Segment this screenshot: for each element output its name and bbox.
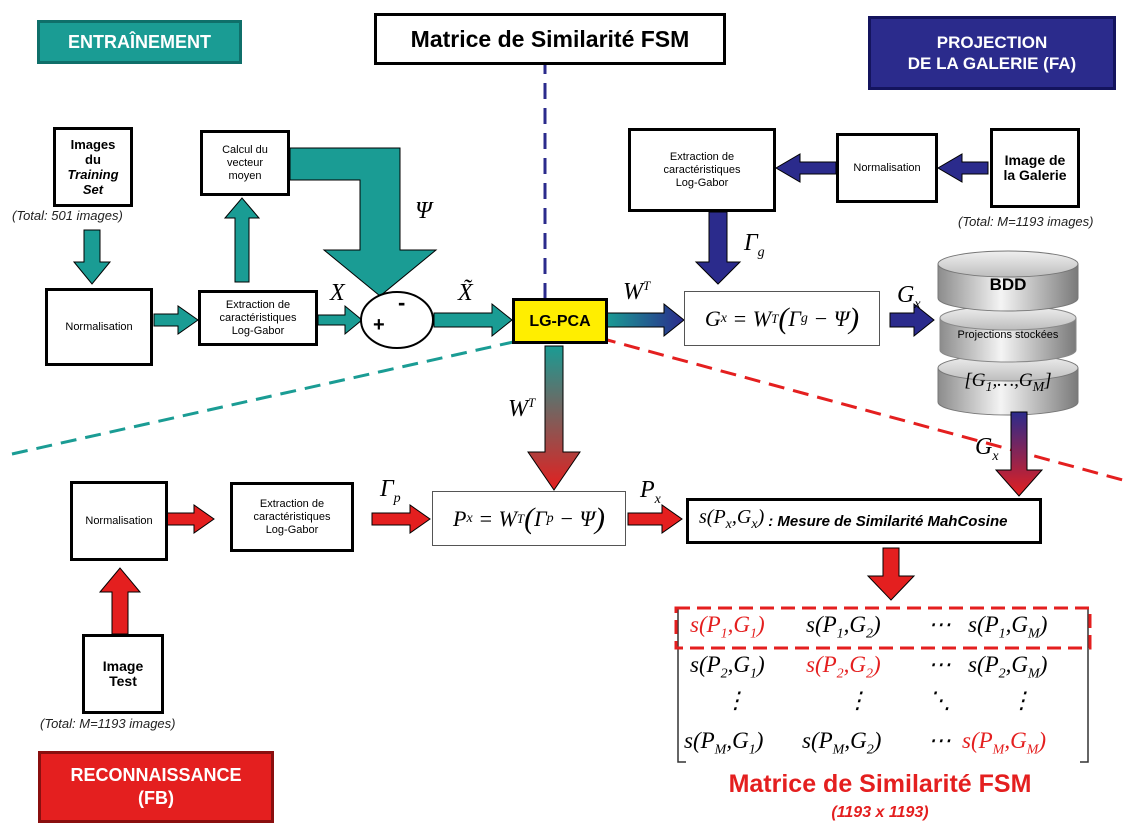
gx-symbol-down: Gx <box>975 434 999 464</box>
px-symbol: Px <box>640 477 661 507</box>
matrix-cell: s(P1,GM) <box>968 612 1048 642</box>
lgpca-box: LG-PCA <box>512 298 608 344</box>
gamma-g-symbol: Γg <box>744 230 765 260</box>
test-image-box: Image Test <box>82 634 164 714</box>
matrix-cell: s(P1,G2) <box>806 612 881 642</box>
matrix-cell: s(P1,G1) <box>690 612 765 642</box>
gallery-total-note: (Total: M=1193 images) <box>958 214 1094 229</box>
arrow-bdd-to-similarity <box>994 411 1044 497</box>
database-title: BDD <box>989 275 1027 294</box>
arrow-norm-to-extraction-gallery <box>775 153 837 183</box>
arrow-lgpca-down <box>527 345 581 491</box>
database-cylinders <box>937 250 1079 416</box>
matrix-cell: ⋯ <box>928 652 951 677</box>
matrix-cell: ⋮ <box>724 688 747 713</box>
matrix-cell: ⋯ <box>928 612 951 637</box>
matrix-cell: ⋮ <box>1010 688 1033 713</box>
database-range: [G1,…,GM] <box>964 370 1052 395</box>
training-total-note: (Total: 501 images) <box>12 208 123 223</box>
fsm-bottom-title: Matrice de Similarité FSM <box>728 770 1032 798</box>
header-gallery: PROJECTION DE LA GALERIE (FA) <box>868 16 1116 90</box>
matrix-right-bracket <box>1080 607 1089 763</box>
arrow-similarity-to-matrix <box>866 547 916 601</box>
wt-symbol-right: WT <box>623 278 651 305</box>
wt-symbol-down: WT <box>508 395 536 422</box>
matrix-cell: s(P2,G1) <box>690 652 765 682</box>
header-recognition: RECONNAISSANCE (FB) <box>38 751 274 823</box>
arrow-norm-to-extraction <box>153 305 199 335</box>
arrow-x-to-sum <box>317 304 363 336</box>
arrow-lgpca-to-gx <box>605 302 685 338</box>
arrow-image-to-norm-gallery <box>937 153 989 183</box>
training-images-line2: du <box>85 152 101 167</box>
training-normalisation-box: Normalisation <box>45 288 153 366</box>
fsm-bottom-size: (1193 x 1193) <box>831 804 929 821</box>
svg-text:-: - <box>398 290 405 315</box>
mean-vector-box: Calcul du vecteur moyen <box>200 130 290 196</box>
subtraction-node <box>360 291 434 349</box>
training-images-line1: Images <box>70 137 116 152</box>
matrix-cell: s(PM,G2) <box>802 728 882 758</box>
arrow-extraction-to-px <box>371 504 431 534</box>
psi-symbol: Ψ <box>415 198 432 224</box>
x-symbol: X <box>330 280 345 306</box>
dashed-line-teal <box>11 334 541 456</box>
arrow-px-to-similarity <box>627 504 683 534</box>
test-total-note: (Total: M=1193 images) <box>40 716 176 731</box>
matrix-cell: ⋯ <box>928 728 951 753</box>
header-fsm-top: Matrice de Similarité FSM <box>374 13 726 65</box>
dashed-line-red <box>599 336 1131 484</box>
arrow-extraction-to-gx <box>694 211 742 285</box>
matrix-cell: ⋮ <box>846 688 869 713</box>
matrix-cell: s(PM,G1) <box>684 728 764 758</box>
matrix-cell: s(P2,G2) <box>806 652 881 682</box>
gamma-p-symbol: Γp <box>380 476 401 506</box>
training-images-box: Images du Training Set <box>53 127 133 207</box>
arrow-xtilde-to-lgpca <box>433 302 513 338</box>
training-images-line3: Training <box>67 167 119 182</box>
database-label: Projections stockées <box>957 329 1059 341</box>
matrix-cell: s(PM,GM) <box>962 728 1047 758</box>
training-extraction-box: Extraction de caractéristiques Log-Gabor <box>198 290 318 346</box>
svg-text:+: + <box>373 314 385 336</box>
header-training: ENTRAÎNEMENT <box>37 20 242 64</box>
arrow-images-to-norm <box>72 229 112 285</box>
similarity-measure-box: s(Px,Gx) : Mesure de Similarité MahCosin… <box>686 498 1042 544</box>
matrix-cell: ⋱ <box>928 688 951 713</box>
arrow-gx-to-bdd <box>889 302 935 338</box>
matrix-cell: s(P2,GM) <box>968 652 1048 682</box>
test-extraction-box: Extraction de caractéristiques Log-Gabor <box>230 482 354 552</box>
gallery-image-box: Image de la Galerie <box>990 128 1080 208</box>
arrow-test-to-norm <box>98 567 142 635</box>
x-tilde-symbol: X̃ <box>458 280 473 306</box>
arrow-psi <box>289 147 438 297</box>
gallery-extraction-box: Extraction de caractéristiques Log-Gabor <box>628 128 776 212</box>
similarity-measure-label: : Mesure de Similarité MahCosine <box>768 512 1008 530</box>
test-normalisation-box: Normalisation <box>70 481 168 561</box>
arrow-extraction-to-mean <box>223 197 261 283</box>
training-images-line4: Set <box>82 182 104 197</box>
matrix-first-row-highlight <box>674 606 1092 650</box>
gx-symbol-right: Gx <box>897 282 921 312</box>
gallery-normalisation-box: Normalisation <box>836 133 938 203</box>
